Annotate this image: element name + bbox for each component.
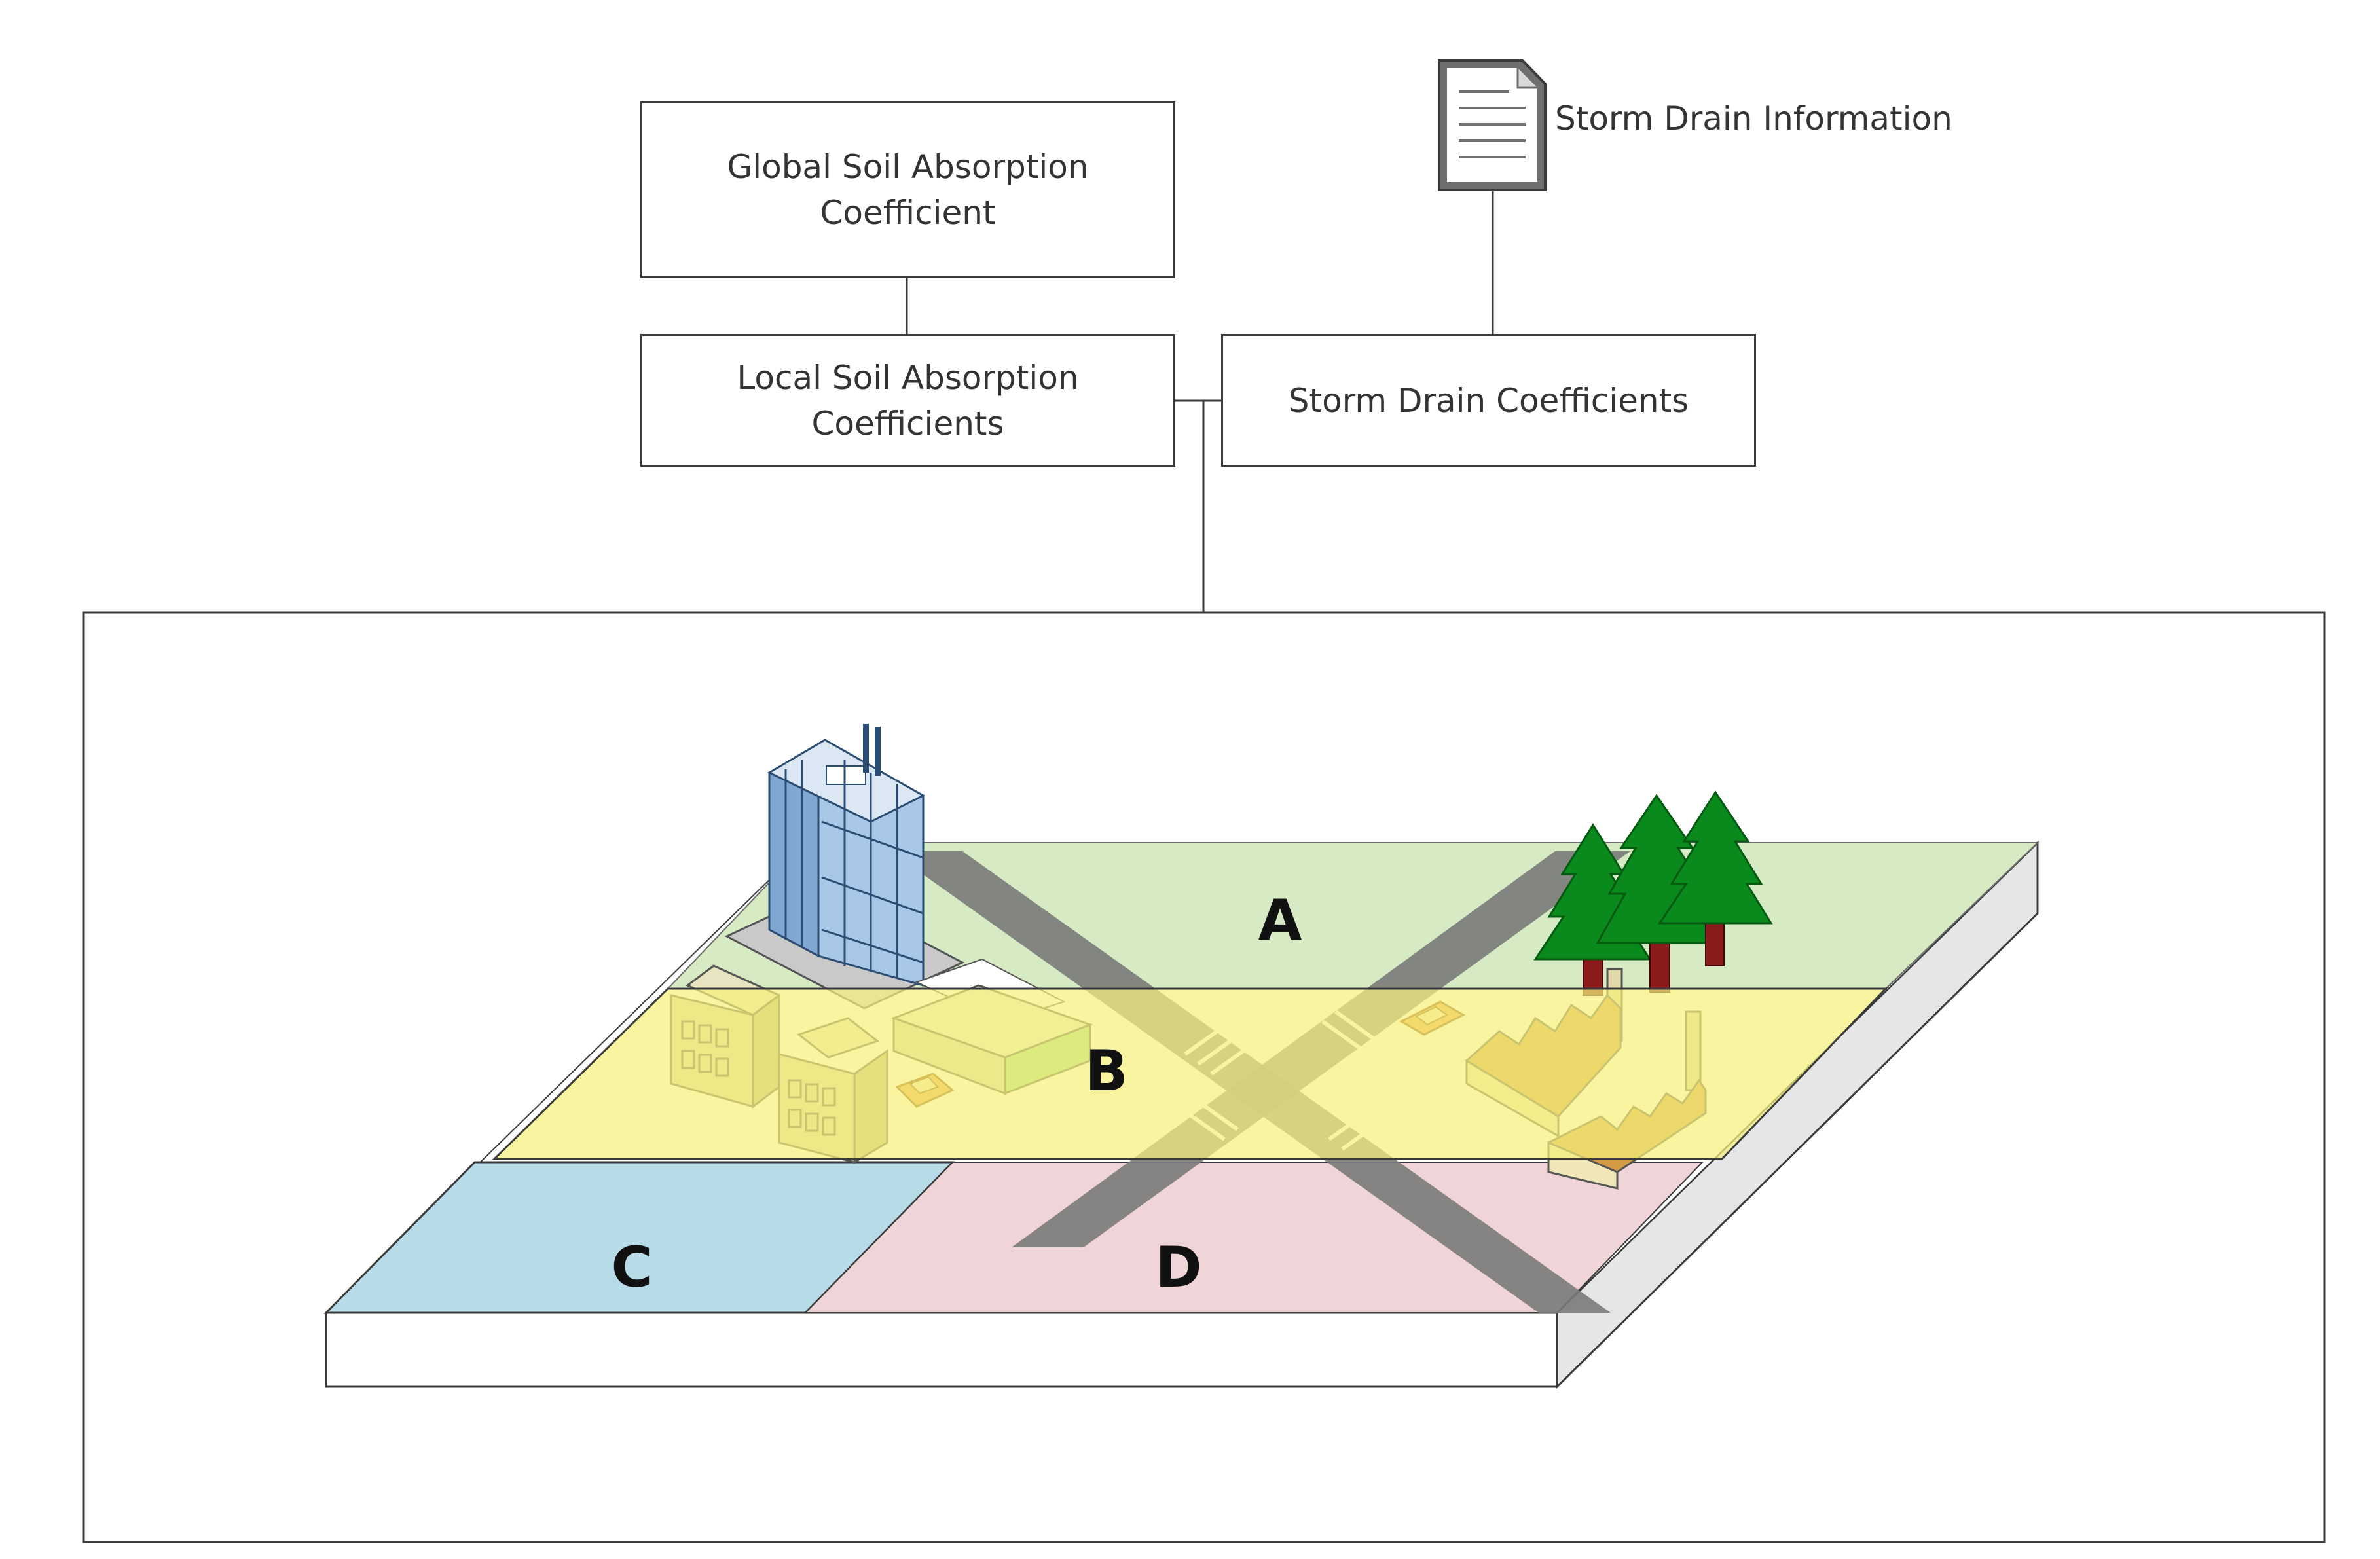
zone-c-label: C: [611, 1235, 652, 1300]
connector-lines: [906, 190, 1494, 612]
storm-drain-information-label: Storm Drain Information: [1555, 100, 1952, 138]
global-soil-absorption-label: Global Soil Absorption Coefficient: [727, 148, 1089, 232]
storm-drain-coefficients-label: Storm Drain Coefficients: [1288, 381, 1689, 420]
global-soil-absorption-box: Global Soil Absorption Coefficient: [640, 101, 1175, 278]
local-soil-absorption-box: Local Soil Absorption Coefficients: [640, 334, 1175, 467]
document-icon: [1438, 59, 1547, 191]
local-soil-absorption-label: Local Soil Absorption Coefficients: [737, 358, 1079, 443]
zone-d-label: D: [1155, 1235, 1201, 1300]
skyscraper-icon: [724, 724, 965, 1010]
zone-b-area: [492, 987, 1888, 1160]
zone-b-label: B: [1085, 1038, 1128, 1104]
zone-a-label: A: [1258, 888, 1302, 953]
storm-drain-coefficients-box: Storm Drain Coefficients: [1221, 334, 1756, 467]
tree-icon: [1658, 790, 1773, 966]
